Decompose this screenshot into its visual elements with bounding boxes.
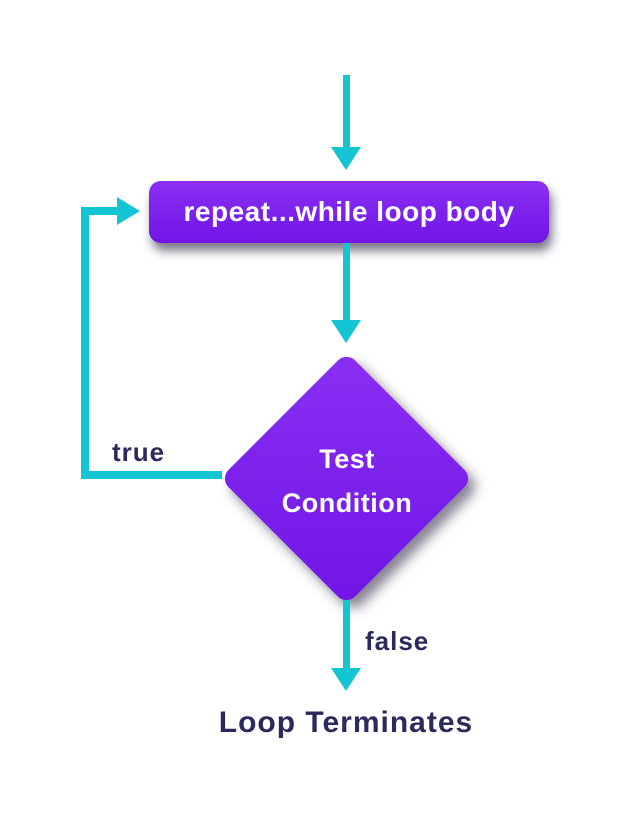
- true-branch-line-top: [81, 207, 118, 215]
- false-branch-arrowhead-down-icon: [331, 668, 361, 691]
- false-edge-label: false: [365, 626, 430, 656]
- body-to-condition-arrowhead-down-icon: [331, 320, 361, 343]
- entry-arrow-line: [343, 75, 350, 149]
- loop-body-node: repeat...while loop body: [149, 181, 549, 243]
- body-to-condition-arrow-line: [343, 243, 350, 321]
- test-condition-label-line1: Test: [319, 444, 375, 474]
- loop-terminates-label: Loop Terminates: [218, 706, 474, 739]
- true-branch-arrowhead-right-icon: [117, 197, 140, 225]
- true-branch-line-vertical: [81, 207, 89, 479]
- entry-arrowhead-down-icon: [331, 147, 361, 170]
- test-condition-label-line2: Condition: [281, 488, 413, 518]
- true-edge-label: true: [112, 437, 166, 467]
- true-branch-line-bottom: [81, 471, 222, 479]
- test-condition-label: Test Condition: [237, 437, 457, 525]
- loop-body-label: repeat...while loop body: [183, 196, 515, 227]
- false-branch-arrow-line: [343, 600, 350, 669]
